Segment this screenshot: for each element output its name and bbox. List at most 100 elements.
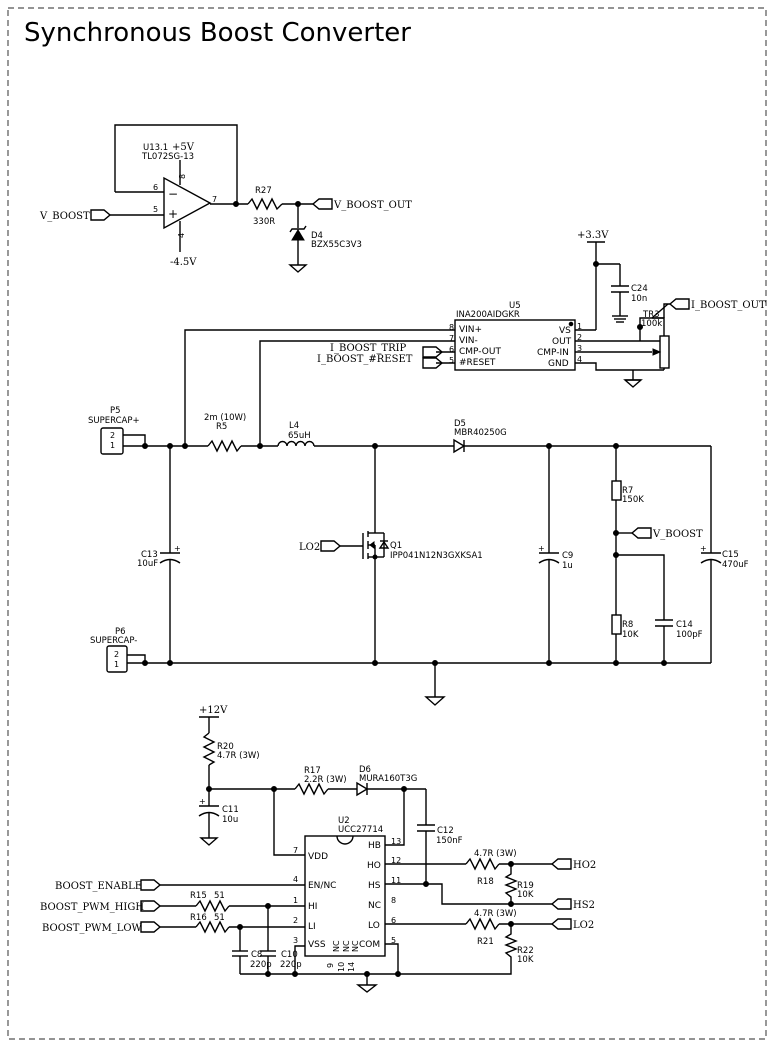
i-boost-out-label: I_BOOST_OUT xyxy=(691,300,766,311)
u2-pin-hb: HB xyxy=(368,841,381,851)
u2-pin-vdd: VDD xyxy=(308,852,328,862)
u2-num8: 8 xyxy=(391,896,396,905)
r27-ref: R27 xyxy=(255,186,272,196)
u5-pin-vin-minus: VIN- xyxy=(459,336,478,346)
svg-text:+: + xyxy=(199,797,206,806)
r5-ref: R5 xyxy=(216,422,227,432)
current-sense-block: +3.3V C24 10n U5 INA200AIDGKR VIN+ VIN- … xyxy=(184,230,766,446)
u5-pin5-num: 5 xyxy=(449,356,454,365)
c14-ref: C14 xyxy=(676,620,693,630)
c12-ref: C12 xyxy=(437,826,454,836)
d4-value: BZX55C3V3 xyxy=(311,240,362,250)
c24-ref: C24 xyxy=(631,284,648,294)
u5-pin-reset: #RESET xyxy=(459,358,496,368)
p5-pin1: 1 xyxy=(110,441,115,450)
opamp-u13-symbol xyxy=(163,176,212,230)
svg-text:+: + xyxy=(700,544,707,553)
c9-ref: C9 xyxy=(562,551,573,561)
r22-ref: R22 xyxy=(517,946,534,956)
u2-pin-vss: VSS xyxy=(308,940,326,950)
p6-ref: P6 xyxy=(115,627,126,637)
v-boost-out-port xyxy=(311,198,333,210)
u2-num6: 6 xyxy=(391,916,396,925)
r16-ref: R16 xyxy=(190,913,207,923)
u2-pin-en: EN/NC xyxy=(308,881,336,891)
boost-pwm-low-port xyxy=(140,921,162,933)
opamp-plus-sign: + xyxy=(168,207,178,221)
lo2-output-port xyxy=(550,918,572,930)
u5-pin7-num: 7 xyxy=(449,334,454,343)
u2-value: UCC27714 xyxy=(338,825,383,835)
c8-value: 220p xyxy=(250,960,272,970)
boost-enable-port xyxy=(140,879,162,891)
p5-ref: P5 xyxy=(110,406,121,416)
p6-pin2: 2 xyxy=(114,650,119,659)
opamp-buffer-block: − + U13.1 TL072SG-13 +5V -4.5V 6 5 7 8 4… xyxy=(39,124,412,273)
p6-pin1: 1 xyxy=(114,660,119,669)
i-boost-reset-label: I_BOOST_#RESET xyxy=(317,354,413,365)
gnd-symbol-tr3 xyxy=(623,379,643,388)
mosfet-q1 xyxy=(369,541,375,549)
u2-bnum-10: 10 xyxy=(337,962,346,972)
diode-d6 xyxy=(356,781,369,797)
u2-nc-10: NC xyxy=(342,940,351,952)
u5-pin-gnd: GND xyxy=(548,359,569,369)
p6-value: SUPERCAP- xyxy=(90,636,137,646)
boost-pwm-low-label: BOOST_PWM_LOW xyxy=(42,923,143,934)
d4-ref: D4 xyxy=(311,231,323,241)
resistor-r20 xyxy=(202,732,216,766)
potentiometer-tr3 xyxy=(659,335,670,369)
opamp-minus-sign: − xyxy=(168,187,178,201)
c10-ref: C10 xyxy=(281,950,298,960)
u2-bottom-nc-pins: NC NC NC 9 10 14 xyxy=(326,940,360,972)
r8-ref: R8 xyxy=(622,620,633,630)
u2-num5: 5 xyxy=(391,936,396,945)
sheet-border xyxy=(7,7,767,1040)
r27-value: 330R xyxy=(253,217,275,227)
u5-pin8-num: 8 xyxy=(449,323,454,332)
u2-num13: 13 xyxy=(391,837,401,846)
r21-ref: R21 xyxy=(477,937,494,947)
lo2-label-q1: LO2 xyxy=(299,542,320,553)
zener-d4 xyxy=(291,229,305,241)
r16-value: 51 xyxy=(214,913,225,923)
r22-value: 10K xyxy=(517,955,534,965)
q1-ref: Q1 xyxy=(390,541,402,551)
ho2-output-port xyxy=(550,858,572,870)
resistor-r5 xyxy=(207,439,242,453)
gnd-symbol-power xyxy=(424,696,446,706)
v-boost-out-label: V_BOOST_OUT xyxy=(333,200,412,211)
resistor-r21 xyxy=(465,917,500,931)
l4-value: 65uH xyxy=(288,431,311,441)
i-boost-trip-port xyxy=(422,346,444,358)
u2-num3: 3 xyxy=(293,936,298,945)
boost-pwm-high-label: BOOST_PWM_HIGH xyxy=(40,902,144,913)
u2-nc-9: NC xyxy=(332,940,341,952)
i-boost-trip-label: I_BOOST_TRIP xyxy=(330,343,407,354)
r17-value: 2.2R (3W) xyxy=(304,775,347,785)
u2-pin-hi: HI xyxy=(308,902,317,912)
c24-value: 10n xyxy=(631,294,647,304)
u2-num4: 4 xyxy=(293,875,298,884)
v-boost-sense-port xyxy=(630,527,652,539)
power-minus4v5-label: -4.5V xyxy=(170,257,197,268)
ic-u2-body xyxy=(304,835,386,957)
gnd-symbol-d4 xyxy=(288,264,308,273)
lo2-input-port xyxy=(320,540,342,552)
power-plus12-label: +12V xyxy=(199,705,228,716)
l4-ref: L4 xyxy=(289,421,299,431)
u13-pin4: 4 xyxy=(177,233,186,238)
u5-pin-cmp-in: CMP-IN xyxy=(537,348,569,358)
boost-enable-label: BOOST_ENABLE xyxy=(55,881,142,892)
boost-pwm-high-port xyxy=(140,900,162,912)
u2-ref: U2 xyxy=(338,816,350,826)
u13-pin6: 6 xyxy=(153,183,158,192)
diode-d5 xyxy=(453,438,466,454)
u2-pin-ho: HO xyxy=(367,861,381,871)
connector-p6 xyxy=(106,645,128,673)
d5-ref: D5 xyxy=(454,419,466,429)
r20-value: 4.7R (3W) xyxy=(217,751,260,761)
power-plus3v3-label: +3.3V xyxy=(577,230,609,241)
hs2-label: HS2 xyxy=(573,900,595,911)
r7-value: 150K xyxy=(622,495,644,505)
